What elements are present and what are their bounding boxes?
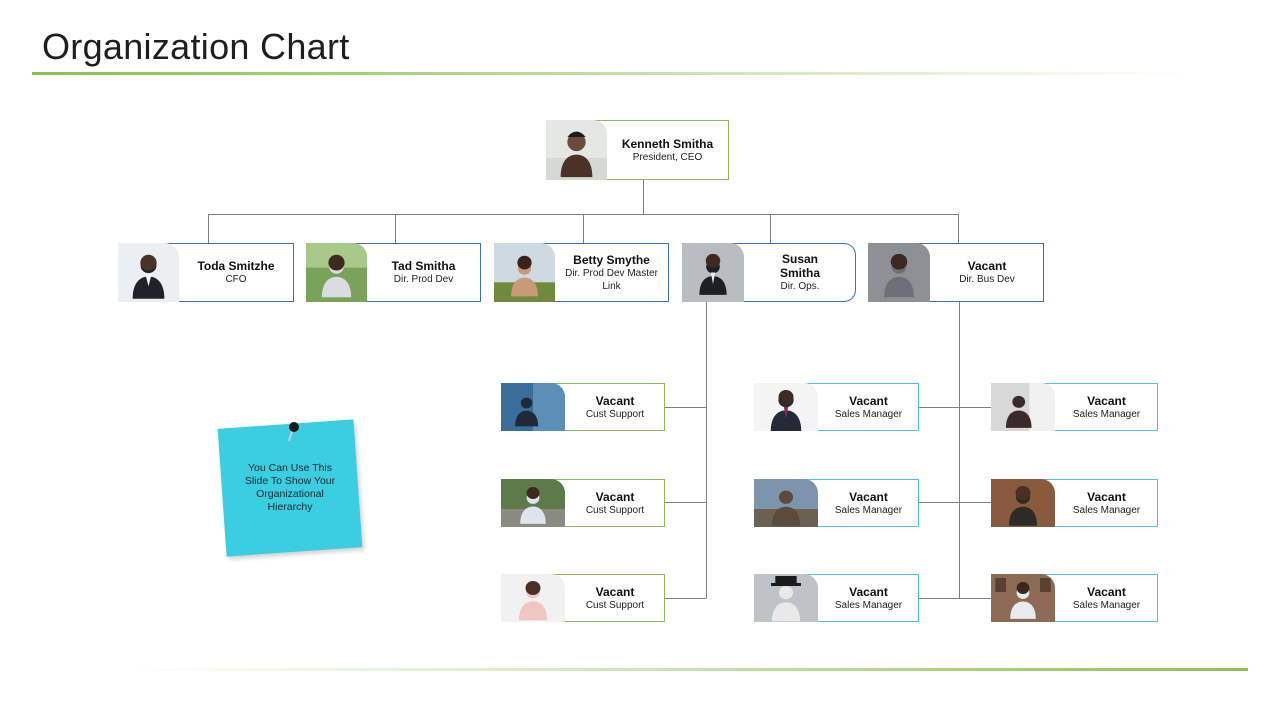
prod-dev-master-name: Betty Smythe bbox=[573, 252, 650, 267]
prod-dev-master-card: Betty Smythe Dir. Prod Dev Master Link bbox=[494, 243, 669, 302]
sales-manager-name-a1: Vacant bbox=[849, 393, 888, 408]
ops-photo bbox=[682, 243, 744, 302]
ops-role: Dir. Ops. bbox=[780, 281, 820, 292]
cust-support-role-1: Cust Support bbox=[585, 408, 645, 420]
cust-support-card-3: Vacant Cust Support bbox=[501, 574, 665, 622]
sticky-note-text: You Can Use This Slide To Show Your Orga… bbox=[244, 462, 336, 513]
cust-support-name-3: Vacant bbox=[595, 584, 635, 599]
sales-manager-photo-b2 bbox=[991, 479, 1055, 527]
sales-manager-name-b2: Vacant bbox=[1087, 489, 1126, 504]
sales-manager-role-a3: Sales Manager bbox=[834, 599, 903, 611]
cust-support-card-1: Vacant Cust Support bbox=[501, 383, 665, 431]
prod-dev-master-photo bbox=[494, 243, 555, 302]
sales-manager-role-b1: Sales Manager bbox=[1072, 408, 1141, 420]
sales-manager-photo-b3 bbox=[991, 574, 1055, 622]
sales-manager-name-b3: Vacant bbox=[1087, 584, 1126, 599]
ceo-role: President, CEO bbox=[632, 151, 703, 163]
sales-manager-name-b1: Vacant bbox=[1087, 393, 1126, 408]
sales-manager-card-a3: Vacant Sales Manager bbox=[754, 574, 919, 622]
cust-support-card-2: Vacant Cust Support bbox=[501, 479, 665, 527]
bus-dev-name: Vacant bbox=[967, 259, 1007, 273]
sales-manager-name-a3: Vacant bbox=[849, 584, 888, 599]
bus-dev-role: Dir. Bus Dev bbox=[959, 274, 1015, 285]
page-title: Organization Chart bbox=[42, 26, 350, 67]
cust-support-photo-2 bbox=[501, 479, 565, 527]
prod-dev-master-role: Dir. Prod Dev Master Link bbox=[565, 267, 658, 292]
cust-support-name-2: Vacant bbox=[595, 489, 635, 504]
sales-manager-role-b2: Sales Manager bbox=[1072, 504, 1141, 516]
sales-manager-role-b3: Sales Manager bbox=[1072, 599, 1141, 611]
cfo-photo bbox=[118, 243, 179, 302]
ops-name: Susan Smitha bbox=[779, 252, 820, 280]
sales-manager-photo-a3 bbox=[754, 574, 818, 622]
sales-manager-card-a1: Vacant Sales Manager bbox=[754, 383, 919, 431]
sales-manager-photo-b1 bbox=[991, 383, 1055, 431]
cfo-role: CFO bbox=[225, 274, 247, 285]
sales-manager-card-b3: Vacant Sales Manager bbox=[991, 574, 1158, 622]
sales-manager-photo-a2 bbox=[754, 479, 818, 527]
ceo-name: Kenneth Smitha bbox=[621, 136, 714, 151]
bus-dev-card: Vacant Dir. Bus Dev bbox=[868, 243, 1044, 302]
sales-manager-role-a2: Sales Manager bbox=[834, 504, 903, 516]
prod-dev-role: Dir. Prod Dev bbox=[393, 274, 454, 285]
pushpin-icon bbox=[288, 422, 299, 442]
prod-dev-name: Tad Smitha bbox=[391, 259, 456, 273]
sales-manager-card-b2: Vacant Sales Manager bbox=[991, 479, 1158, 527]
top-divider bbox=[32, 72, 1192, 75]
ops-card: Susan Smitha Dir. Ops. bbox=[682, 243, 856, 302]
sales-manager-card-a2: Vacant Sales Manager bbox=[754, 479, 919, 527]
cust-support-role-2: Cust Support bbox=[585, 504, 645, 516]
sales-manager-role-a1: Sales Manager bbox=[834, 408, 903, 420]
sales-manager-photo-a1 bbox=[754, 383, 818, 431]
sales-manager-name-a2: Vacant bbox=[849, 489, 888, 504]
ceo-card: Kenneth Smitha President, CEO bbox=[546, 120, 729, 180]
sales-manager-card-b1: Vacant Sales Manager bbox=[991, 383, 1158, 431]
cust-support-role-3: Cust Support bbox=[585, 599, 645, 611]
cust-support-photo-3 bbox=[501, 574, 565, 622]
ceo-photo bbox=[546, 120, 607, 180]
cfo-name: Toda Smitzhe bbox=[197, 259, 275, 273]
bottom-divider bbox=[130, 668, 1248, 671]
cfo-card: Toda Smitzhe CFO bbox=[118, 243, 294, 302]
cust-support-name-1: Vacant bbox=[595, 393, 635, 408]
prod-dev-card: Tad Smitha Dir. Prod Dev bbox=[306, 243, 481, 302]
prod-dev-photo bbox=[306, 243, 367, 302]
bus-dev-photo bbox=[868, 243, 930, 302]
cust-support-photo-1 bbox=[501, 383, 565, 431]
